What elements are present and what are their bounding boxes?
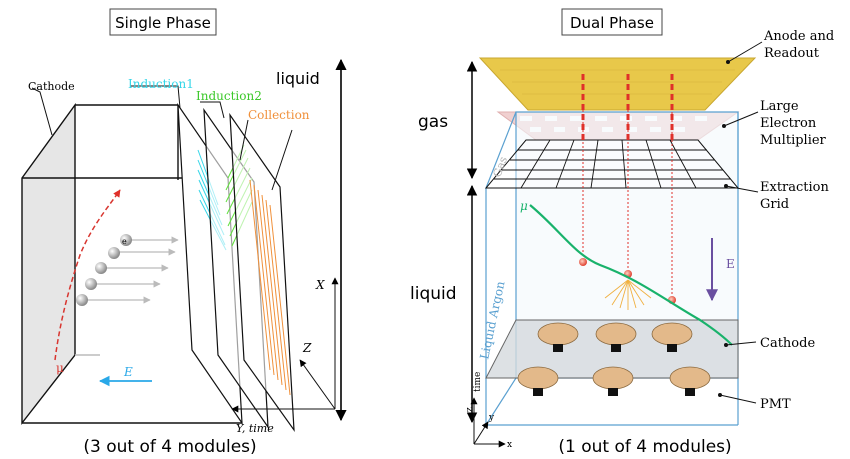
dual-phase-caption: (1 out of 4 modules): [558, 437, 731, 457]
dual-cathode-label: Cathode: [760, 336, 815, 351]
lem-label-line2: Electron: [760, 116, 817, 131]
muon-label: μ: [56, 361, 64, 375]
dual-axes: [470, 397, 506, 448]
single-y-axis-label: Y, time: [236, 422, 274, 435]
electron-label: e: [122, 237, 127, 246]
anode-label: Anode and Readout: [763, 29, 838, 61]
extraction-label-line2: Grid: [760, 197, 789, 212]
dual-muon-track: [529, 204, 733, 346]
single-leaders: [31, 85, 293, 191]
induction1-label: Induction1: [128, 77, 194, 91]
dual-leaders: [719, 41, 763, 404]
single-phase-caption: (3 out of 4 modules): [83, 437, 256, 457]
extraction-label-line1: Extraction: [760, 180, 829, 195]
dual-tpc-box: [485, 111, 739, 426]
single-phase-title-box: [109, 8, 217, 36]
single-z-axis-label: Z: [302, 341, 312, 355]
dual-liquid-label: liquid: [410, 284, 457, 304]
single-liquid-label: liquid: [276, 69, 320, 88]
single-phase-title: Single Phase: [115, 14, 211, 32]
single-phase-panel: Single Phase: [21, 8, 347, 457]
lem-label-line1: Large: [760, 99, 799, 114]
collection-label: Collection: [248, 108, 310, 122]
dual-z-axis-label: z: [465, 407, 475, 412]
cathode-label: Cathode: [28, 80, 75, 93]
dual-phase-panel: Dual Phase: [410, 8, 838, 457]
anode-label-line1: Anode and: [763, 29, 834, 44]
extraction-label: Extraction Grid: [760, 180, 833, 212]
dual-e-field-label: E: [726, 257, 735, 271]
dual-y-axis-label: y: [488, 413, 495, 423]
lem-label-line3: Multiplier: [760, 133, 827, 148]
pmt-array: [517, 322, 711, 396]
dual-x-axis-label: x: [507, 440, 512, 450]
single-phase-tpc-box: [21, 102, 242, 426]
gas-label: gas: [418, 112, 448, 132]
anode-plane: [478, 57, 757, 111]
dual-phase-title-box: [561, 8, 663, 36]
muon-track: [54, 189, 121, 361]
single-x-axis-label: X: [315, 278, 325, 292]
single-axes: [231, 277, 339, 413]
drift-electrons: e: [76, 234, 179, 306]
pmt-label: PMT: [760, 397, 791, 412]
dual-time-label: time: [473, 372, 483, 392]
collection-plane: [229, 112, 295, 433]
dual-muon-label: μ: [520, 199, 528, 213]
anode-texture: [500, 69, 735, 95]
lem-label: Large Electron Multiplier: [760, 99, 827, 148]
single-e-field-label: E: [123, 365, 133, 379]
anode-label-line2: Readout: [764, 46, 820, 61]
dual-phase-title: Dual Phase: [570, 14, 654, 32]
extraction-grid: [484, 139, 740, 189]
induction2-label: Induction2: [196, 89, 262, 103]
